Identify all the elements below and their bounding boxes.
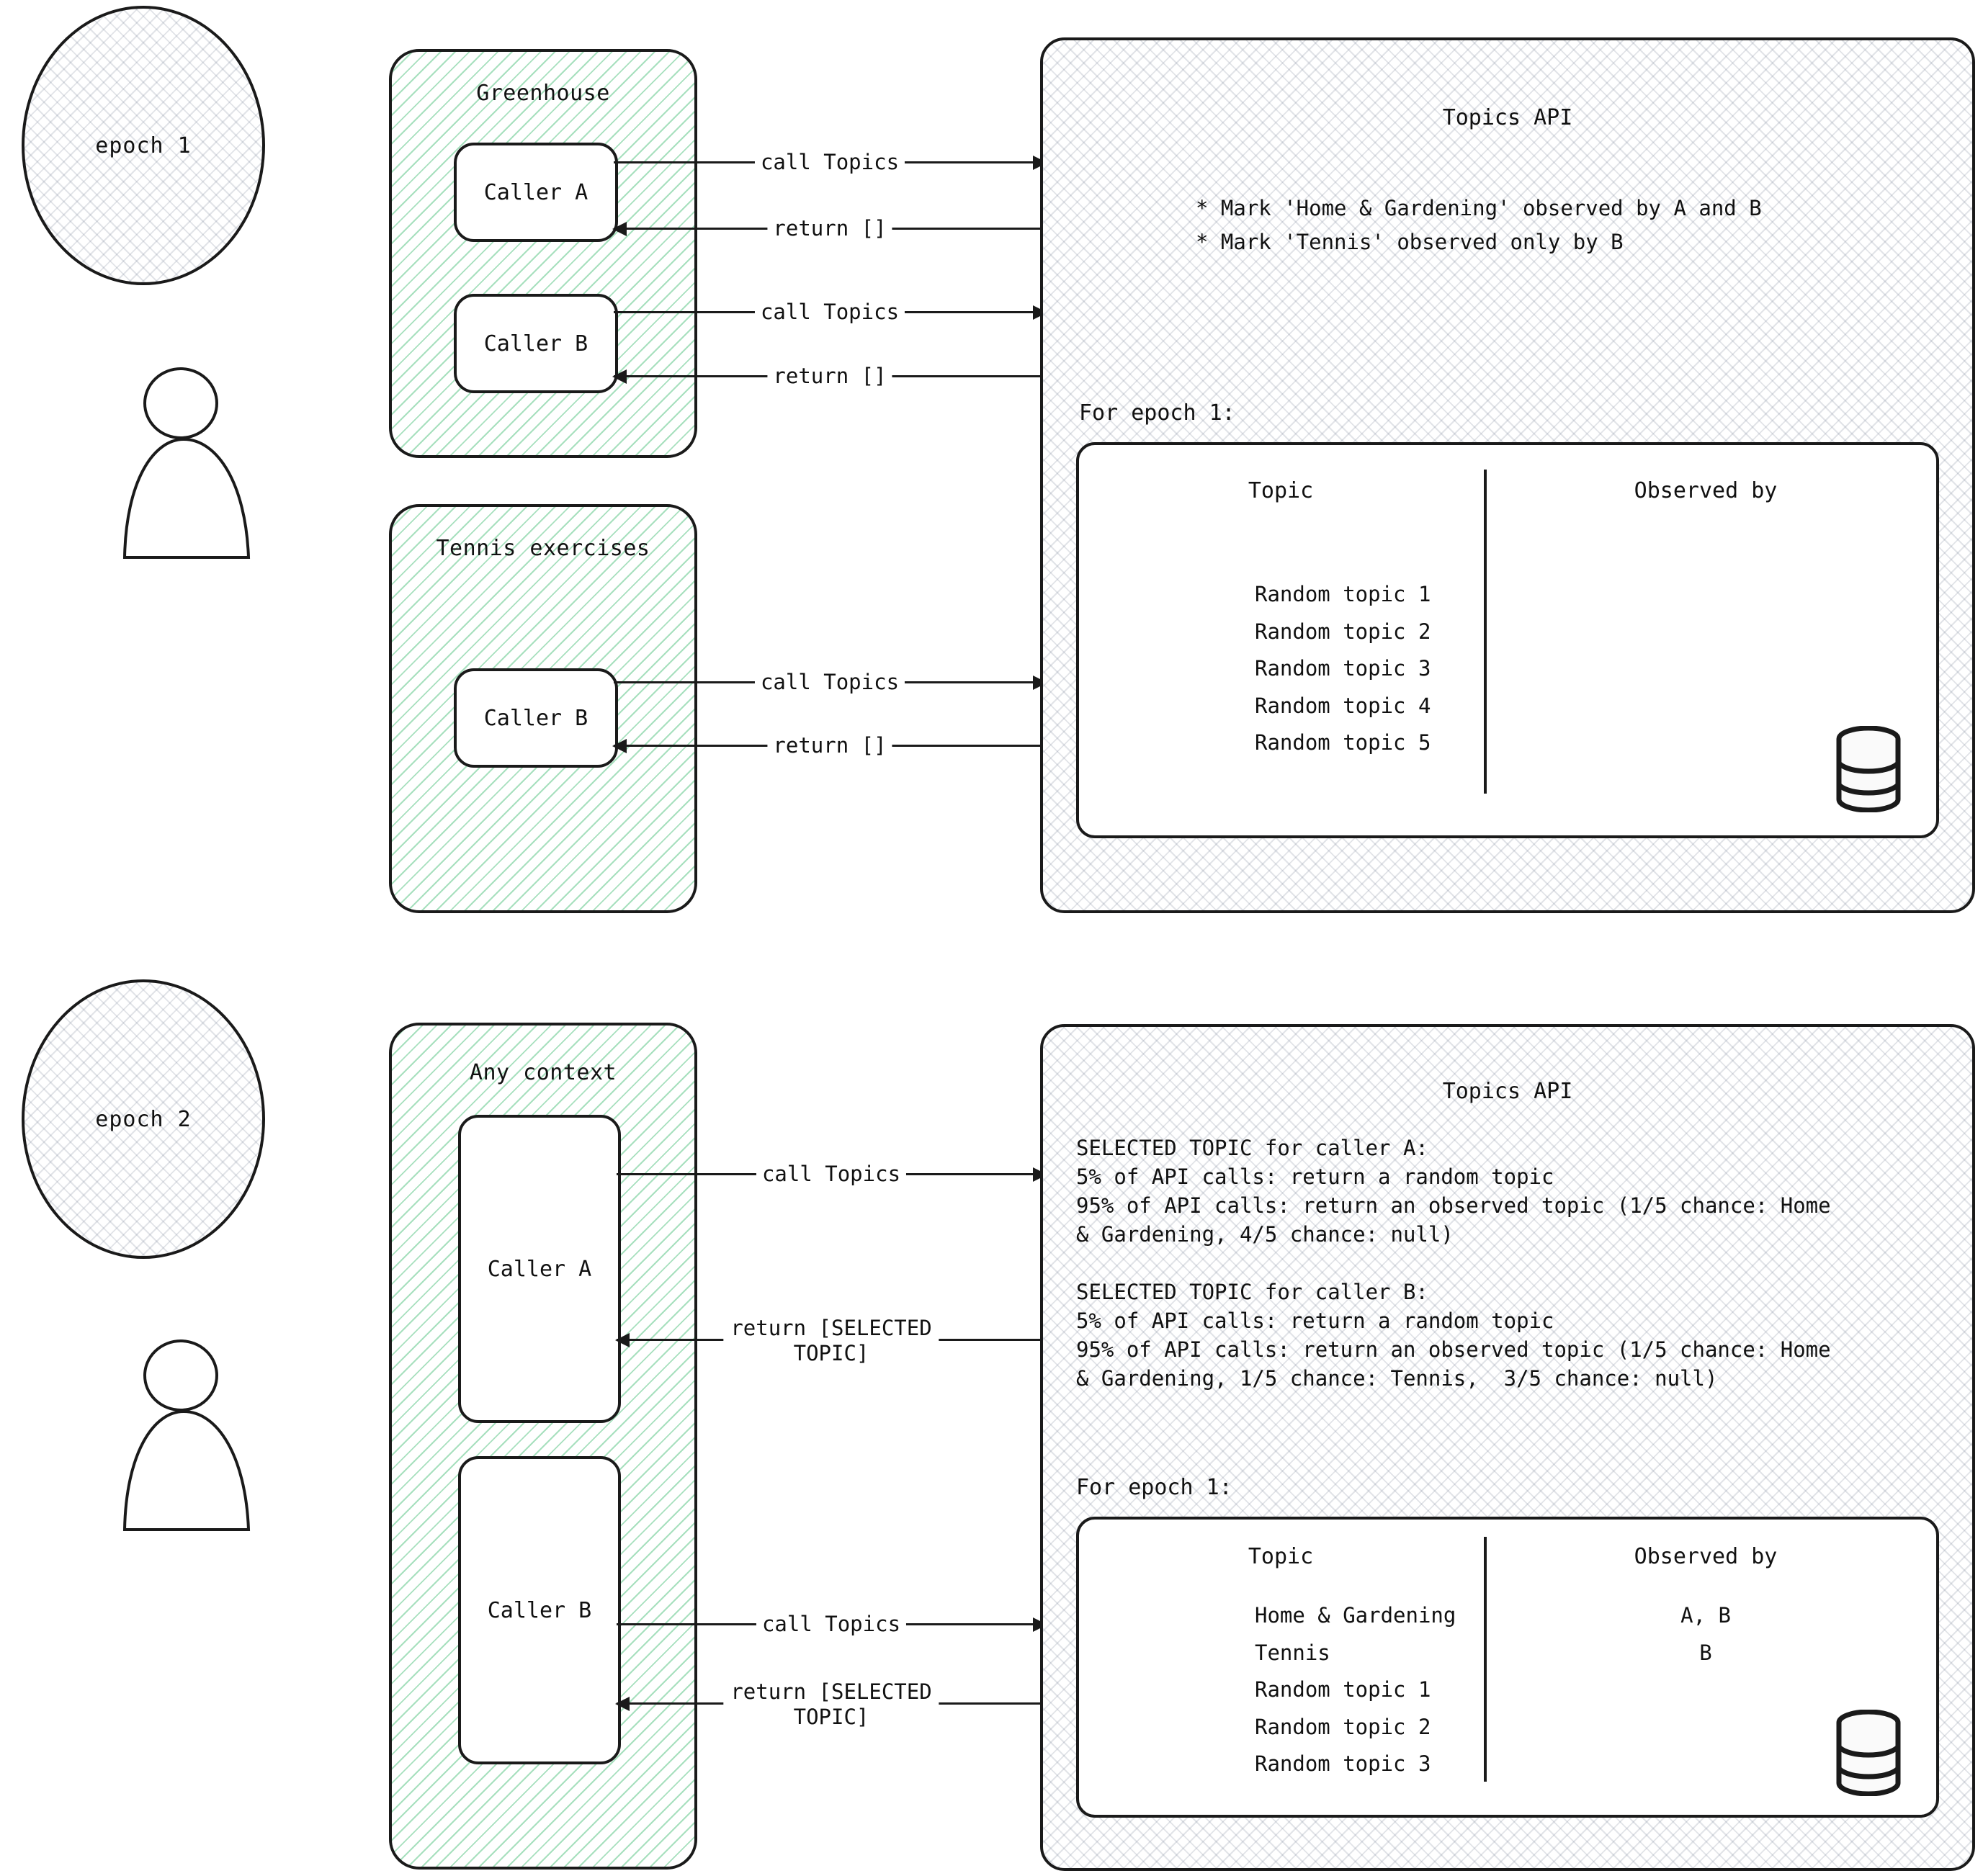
arrow-label: return [SELECTED TOPIC] xyxy=(723,1316,939,1367)
epoch-1-label: epoch 1 xyxy=(95,133,192,158)
table-row: Random topic 2 xyxy=(1255,1714,1431,1739)
epoch-2-circle: epoch 2 xyxy=(22,979,265,1259)
table-row: Random topic 4 xyxy=(1255,693,1431,718)
arrow-return-selected-any-a: return [SELECTED TOPIC] xyxy=(615,1316,1046,1367)
database-cylinder-icon xyxy=(1832,725,1904,813)
table-row: Random topic 1 xyxy=(1255,1677,1431,1702)
arrow-call-topics-tennis-b: call Topics xyxy=(614,670,1047,694)
arrow-label-line-1: return [SELECTED xyxy=(730,1679,932,1704)
caller-label: Caller B xyxy=(483,705,588,731)
caller-label: Caller A xyxy=(487,1256,592,1282)
topics-table-epoch-2: Topic Observed by Home & Gardening Tenni… xyxy=(1076,1517,1939,1818)
table-row: B xyxy=(1699,1640,1712,1665)
arrow-return-empty-tennis-b: return [] xyxy=(612,733,1046,758)
table-row xyxy=(1504,576,1907,614)
arrow-label: return [] xyxy=(767,364,892,388)
table-row: Random topic 5 xyxy=(1255,730,1431,755)
caller-label: Caller B xyxy=(487,1597,592,1623)
table-col-header-topic: Topic xyxy=(1248,1544,1314,1569)
arrow-label: call Topics xyxy=(754,670,905,694)
arrow-label: call Topics xyxy=(754,150,905,174)
caller-box-greenhouse-a[interactable]: Caller A xyxy=(454,143,618,242)
arrow-label: call Topics xyxy=(756,1162,907,1186)
table-row xyxy=(1504,614,1907,651)
topics-api-body: SELECTED TOPIC for caller A: 5% of API c… xyxy=(1076,1136,1831,1391)
arrow-label-line-2: TOPIC] xyxy=(793,1341,869,1366)
context-greenhouse: Greenhouse xyxy=(389,49,697,458)
table-row: Random topic 1 xyxy=(1255,582,1431,606)
caller-box-any-b[interactable]: Caller B xyxy=(458,1456,621,1764)
table-row xyxy=(1504,650,1907,688)
table-row: Home & Gardening xyxy=(1255,1603,1456,1628)
arrow-head-left-icon xyxy=(615,1333,630,1347)
bullet-item: * Mark 'Home & Gardening' observed by A … xyxy=(1196,196,1762,220)
caller-box-tennis-b[interactable]: Caller B xyxy=(454,668,618,768)
arrow-head-left-icon xyxy=(612,739,627,753)
topics-table-epoch-1: Topic Observed by Random topic 1 Random … xyxy=(1076,442,1939,838)
context-tennis-exercises-title: Tennis exercises xyxy=(436,536,650,561)
table-row: Random topic 3 xyxy=(1255,1751,1431,1777)
arrow-label-line-2: TOPIC] xyxy=(793,1705,869,1730)
arrow-label: return [SELECTED TOPIC] xyxy=(723,1679,939,1731)
arrow-call-topics-greenhouse-a: call Topics xyxy=(614,150,1047,174)
arrow-label: return [] xyxy=(767,216,892,241)
arrow-return-empty-greenhouse-b: return [] xyxy=(612,364,1046,388)
arrow-head-left-icon xyxy=(612,369,627,384)
caller-box-greenhouse-b[interactable]: Caller B xyxy=(454,294,618,393)
table-row xyxy=(1504,1671,1907,1709)
table-row: A, B xyxy=(1680,1603,1731,1628)
topics-api-title: Topics API xyxy=(1442,105,1573,130)
table-row: Random topic 3 xyxy=(1255,656,1431,681)
epoch-1-circle: epoch 1 xyxy=(22,6,265,285)
for-epoch-label-1: For epoch 1: xyxy=(1079,400,1235,426)
table-col-header-observed-by: Observed by xyxy=(1634,1544,1778,1569)
topics-api-title: Topics API xyxy=(1442,1079,1573,1104)
topics-api-epoch-2: Topics API SELECTED TOPIC for caller A: … xyxy=(1040,1024,1975,1871)
table-col-header-observed-by: Observed by xyxy=(1634,478,1778,503)
table-column-divider xyxy=(1484,470,1487,794)
arrow-call-topics-any-a: call Topics xyxy=(617,1162,1047,1186)
table-row: Random topic 2 xyxy=(1255,619,1431,644)
bullet-item: * Mark 'Tennis' observed only by B xyxy=(1196,229,1624,254)
table-column-observed-by: A, B B xyxy=(1504,1597,1907,1783)
arrow-label-line-1: return [SELECTED xyxy=(730,1316,932,1340)
epoch-2-label: epoch 2 xyxy=(95,1106,192,1132)
table-row xyxy=(1504,688,1907,725)
arrow-call-topics-any-b: call Topics xyxy=(617,1612,1047,1636)
arrow-head-left-icon xyxy=(615,1697,630,1711)
context-any-context-title: Any context xyxy=(469,1060,617,1085)
database-cylinder-icon xyxy=(1832,1709,1904,1797)
caller-box-any-a[interactable]: Caller A xyxy=(458,1115,621,1423)
table-col-header-topic: Topic xyxy=(1248,478,1314,503)
arrow-return-selected-any-b: return [SELECTED TOPIC] xyxy=(615,1679,1046,1731)
arrow-return-empty-greenhouse-a: return [] xyxy=(612,216,1046,241)
topics-api-bullets: * Mark 'Home & Gardening' observed by A … xyxy=(1196,192,1762,259)
arrow-head-left-icon xyxy=(612,222,627,236)
table-column-topic: Home & Gardening Tennis Random topic 1 R… xyxy=(1255,1597,1456,1783)
arrow-call-topics-greenhouse-b: call Topics xyxy=(614,300,1047,324)
context-greenhouse-title: Greenhouse xyxy=(476,81,610,106)
user-person-icon xyxy=(112,366,270,560)
table-column-topic: Random topic 1 Random topic 2 Random top… xyxy=(1255,576,1431,762)
for-epoch-label-2: For epoch 1: xyxy=(1076,1475,1232,1500)
arrow-label: return [] xyxy=(767,733,892,758)
caller-label: Caller A xyxy=(483,179,588,205)
table-row: Tennis xyxy=(1255,1640,1330,1665)
caller-label: Caller B xyxy=(483,331,588,356)
topics-api-epoch-1: Topics API * Mark 'Home & Gardening' obs… xyxy=(1040,37,1975,913)
user-person-icon xyxy=(112,1338,270,1532)
arrow-label: call Topics xyxy=(756,1612,907,1636)
arrow-label: call Topics xyxy=(754,300,905,324)
table-column-divider xyxy=(1484,1537,1487,1782)
